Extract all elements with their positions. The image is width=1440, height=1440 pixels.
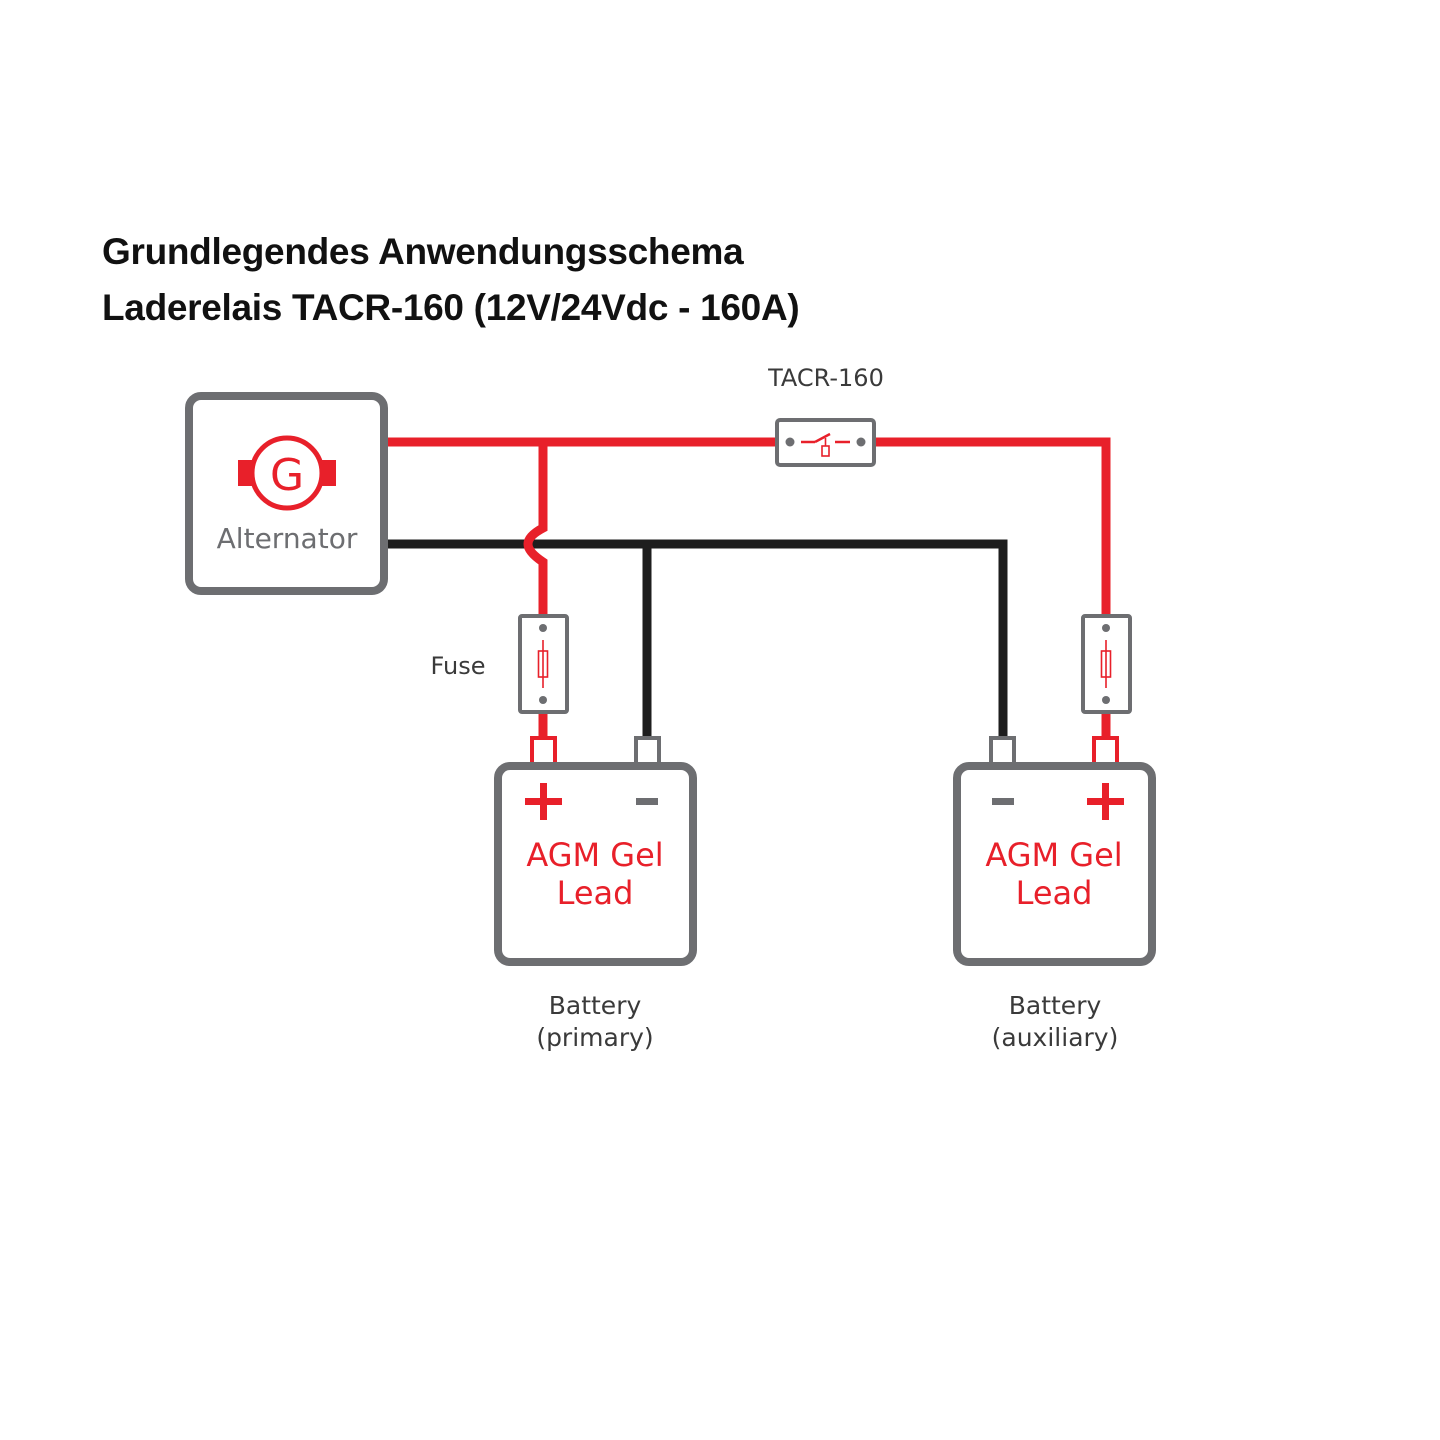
positive-wires <box>388 437 1111 740</box>
battery-auxiliary-negative-terminal <box>989 736 1016 766</box>
plus-icon <box>525 783 562 820</box>
battery-primary-positive-terminal <box>530 736 557 766</box>
battery-primary-caption-line-2: (primary) <box>536 1023 653 1052</box>
fuse-label: Fuse <box>431 652 486 680</box>
fuse-primary: Fuse <box>431 614 569 714</box>
alternator-label: Alternator <box>217 522 358 555</box>
fuse-icon <box>537 624 549 704</box>
plus-icon <box>1087 783 1124 820</box>
title-line-2: Laderelais TACR-160 (12V/24Vdc - 160A) <box>102 287 800 328</box>
minus-icon <box>992 798 1014 805</box>
battery-auxiliary-type-line-1: AGM Gel <box>985 836 1122 874</box>
battery-auxiliary-positive-terminal <box>1092 736 1119 766</box>
relay-tacr-160: TACR-160 <box>767 364 884 467</box>
battery-auxiliary: AGM Gel Lead Battery (auxiliary) <box>953 736 1156 1052</box>
battery-auxiliary-type-line-2: Lead <box>1016 874 1093 912</box>
battery-auxiliary-caption-line-1: Battery <box>1009 991 1102 1020</box>
alternator: G Alternator <box>185 392 388 595</box>
generator-icon: G <box>238 435 336 511</box>
battery-primary-caption-line-1: Battery <box>549 991 642 1020</box>
battery-primary-type-line-1: AGM Gel <box>526 836 663 874</box>
battery-auxiliary-caption-line-2: (auxiliary) <box>992 1023 1119 1052</box>
generator-symbol: G <box>270 450 304 501</box>
switch-icon <box>785 432 866 457</box>
fuse-auxiliary <box>1081 614 1132 714</box>
battery-primary: AGM Gel Lead Battery (primary) <box>494 736 697 1052</box>
diagram-title: Grundlegendes Anwendungsschema Laderelai… <box>102 224 800 336</box>
positive-primary-branch <box>523 442 548 616</box>
negative-main-wire <box>388 539 1008 740</box>
positive-relay-out-wire <box>874 437 1111 616</box>
battery-primary-type-line-2: Lead <box>557 874 634 912</box>
title-line-1: Grundlegendes Anwendungsschema <box>102 231 744 272</box>
relay-label: TACR-160 <box>767 364 884 392</box>
fuse-icon <box>1100 624 1112 704</box>
minus-icon <box>636 798 658 805</box>
battery-primary-negative-terminal <box>634 736 661 766</box>
negative-wires <box>388 539 1008 740</box>
